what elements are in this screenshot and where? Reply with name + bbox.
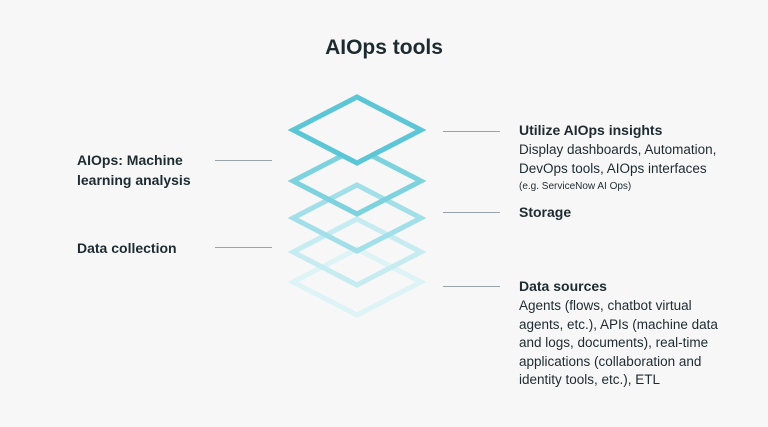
- data-sources-title: Data sources: [519, 278, 607, 294]
- layer-insights: [287, 94, 427, 166]
- ml-analysis-label: AIOps: Machine learning analysis: [77, 150, 191, 190]
- connector-storage: [443, 212, 500, 213]
- connector-collection: [215, 247, 272, 248]
- layer-ml-analysis: [287, 145, 427, 217]
- sources-line-3: and logs, documents), real-time: [519, 335, 709, 350]
- connector-insights: [443, 131, 500, 132]
- insights-title: Utilize AIOps insights: [519, 122, 663, 138]
- insights-line-2: DevOps tools, AIOps interfaces: [519, 160, 707, 176]
- layer-sources: [287, 246, 427, 318]
- sources-line-5: identity tools, etc.), ETL: [519, 372, 661, 387]
- layer-collection: [287, 216, 427, 288]
- diagram-title: AIOps tools: [325, 36, 443, 59]
- data-sources-description: Agents (flows, chatbot virtual agents, e…: [519, 297, 718, 390]
- storage-label: Storage: [519, 204, 572, 220]
- connector-ml: [215, 160, 272, 161]
- insights-note: (e.g. ServiceNow AI Ops): [519, 181, 632, 192]
- connector-sources: [443, 286, 500, 287]
- sources-line-2: agents, etc.), APIs (machine data: [519, 316, 718, 332]
- data-collection-label: Data collection: [77, 240, 177, 256]
- ml-analysis-line-2: learning analysis: [77, 172, 191, 188]
- sources-line-1: Agents (flows, chatbot virtual: [519, 298, 692, 313]
- insights-description: Display dashboards, Automation, DevOps t…: [519, 141, 716, 178]
- sources-line-4: applications (collaboration and: [519, 353, 702, 369]
- insights-line-1: Display dashboards, Automation,: [519, 142, 717, 157]
- ml-analysis-line-1: AIOps: Machine: [77, 152, 183, 168]
- layer-storage: [287, 182, 427, 254]
